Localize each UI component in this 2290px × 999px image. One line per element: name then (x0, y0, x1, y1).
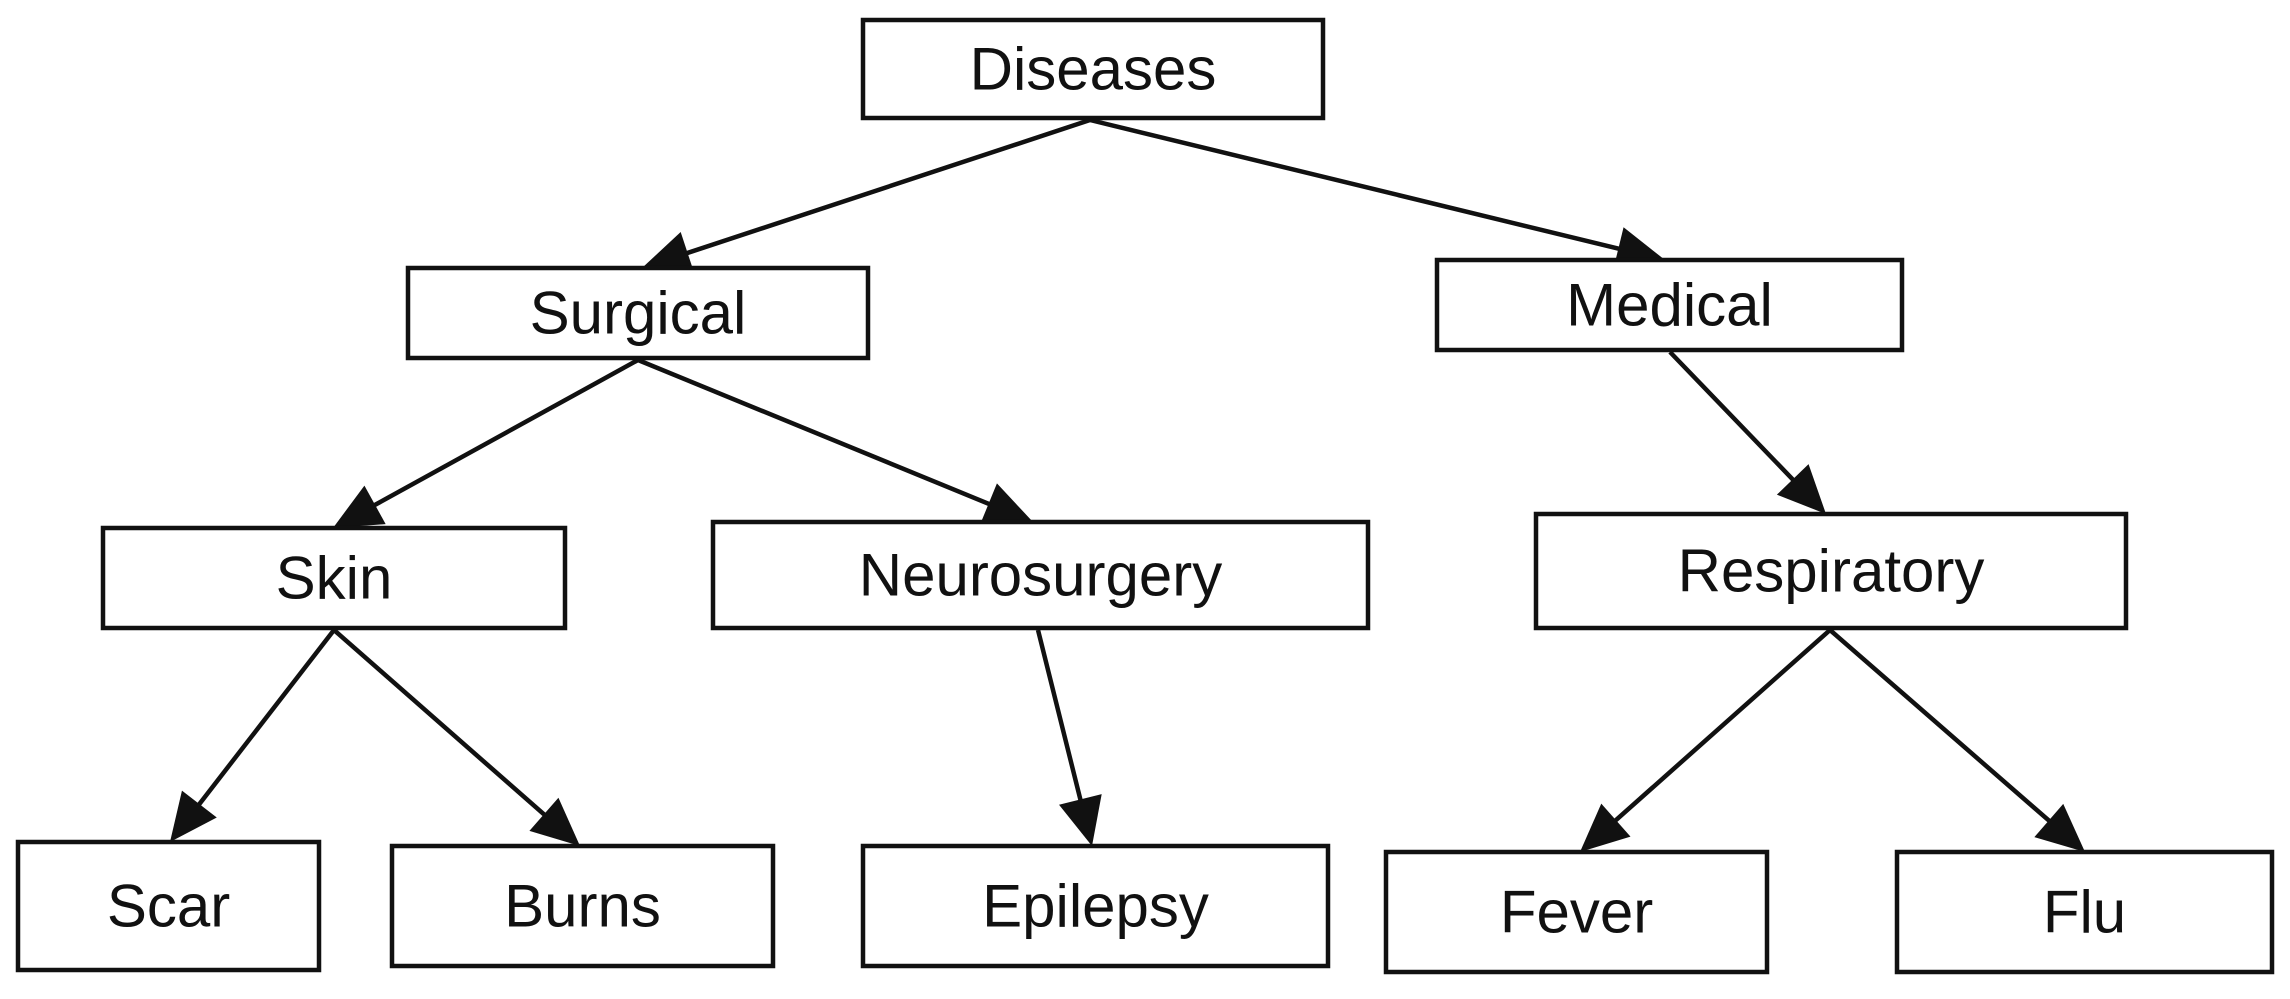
edge-skin-scar (170, 628, 336, 842)
node-box (389, 843, 776, 969)
edge-line (1828, 628, 2054, 825)
edge-line (1611, 628, 1832, 825)
node-burns: Burns (389, 843, 776, 969)
edge-surgical-skin (333, 358, 640, 528)
node-box (1533, 511, 2129, 631)
edge-surgical-neurosurgery (637, 357, 1033, 525)
edge-line (1089, 117, 1623, 252)
node-label: Neurosurgery (859, 542, 1223, 609)
node-label: Burns (504, 873, 661, 940)
node-medical: Medical (1434, 257, 1905, 353)
node-label: Epilepsy (982, 873, 1209, 940)
edge-line (637, 357, 994, 508)
edge-line (683, 117, 1091, 257)
arrowhead-icon (333, 485, 386, 528)
arrowhead-icon (980, 483, 1033, 525)
node-label: Respiratory (1678, 538, 1985, 605)
node-surgical: Surgical (405, 265, 871, 361)
edges-layer (170, 117, 2085, 852)
node-scar: Scar (15, 839, 322, 973)
edge-skin-burns (332, 628, 580, 846)
node-box (100, 525, 568, 631)
arrowhead-icon (529, 797, 580, 846)
node-label: Fever (1500, 879, 1653, 946)
arrowhead-icon (1059, 794, 1102, 846)
node-label: Skin (276, 545, 393, 612)
node-neurosurgery: Neurosurgery (710, 519, 1371, 631)
node-label: Surgical (530, 280, 747, 347)
node-box (1434, 257, 1905, 353)
arrowhead-icon (170, 790, 217, 842)
arrowhead-icon (642, 232, 695, 274)
edge-line (332, 628, 549, 819)
node-box (710, 519, 1371, 631)
node-label: Medical (1566, 272, 1773, 339)
edge-line (195, 628, 336, 809)
node-epilepsy: Epilepsy (860, 843, 1331, 969)
node-box (1383, 849, 1770, 975)
edge-line (1035, 629, 1084, 804)
edge-neurosurgery-epilepsy (1035, 629, 1102, 846)
edge-medical-respiratory (1668, 350, 1826, 514)
node-box (405, 265, 871, 361)
node-box (860, 843, 1331, 969)
node-box (860, 17, 1326, 121)
edge-diseases-medical (1089, 117, 1665, 271)
node-respiratory: Respiratory (1533, 511, 2129, 631)
arrowhead-icon (2034, 803, 2085, 852)
node-box (1894, 849, 2275, 975)
edge-diseases-surgical (642, 117, 1091, 274)
edge-respiratory-fever (1580, 628, 1832, 852)
edge-respiratory-flu (1828, 628, 2085, 852)
edge-line (1668, 350, 1798, 484)
node-flu: Flu (1894, 849, 2275, 975)
edge-line (370, 358, 640, 509)
node-label: Flu (2043, 879, 2126, 946)
node-label: Diseases (970, 36, 1217, 103)
node-skin: Skin (100, 525, 568, 631)
node-label: Scar (107, 873, 230, 940)
node-fever: Fever (1383, 849, 1770, 975)
arrowhead-icon (1776, 464, 1826, 514)
arrowhead-icon (1580, 803, 1631, 852)
node-diseases: Diseases (860, 17, 1326, 121)
node-box (15, 839, 322, 973)
